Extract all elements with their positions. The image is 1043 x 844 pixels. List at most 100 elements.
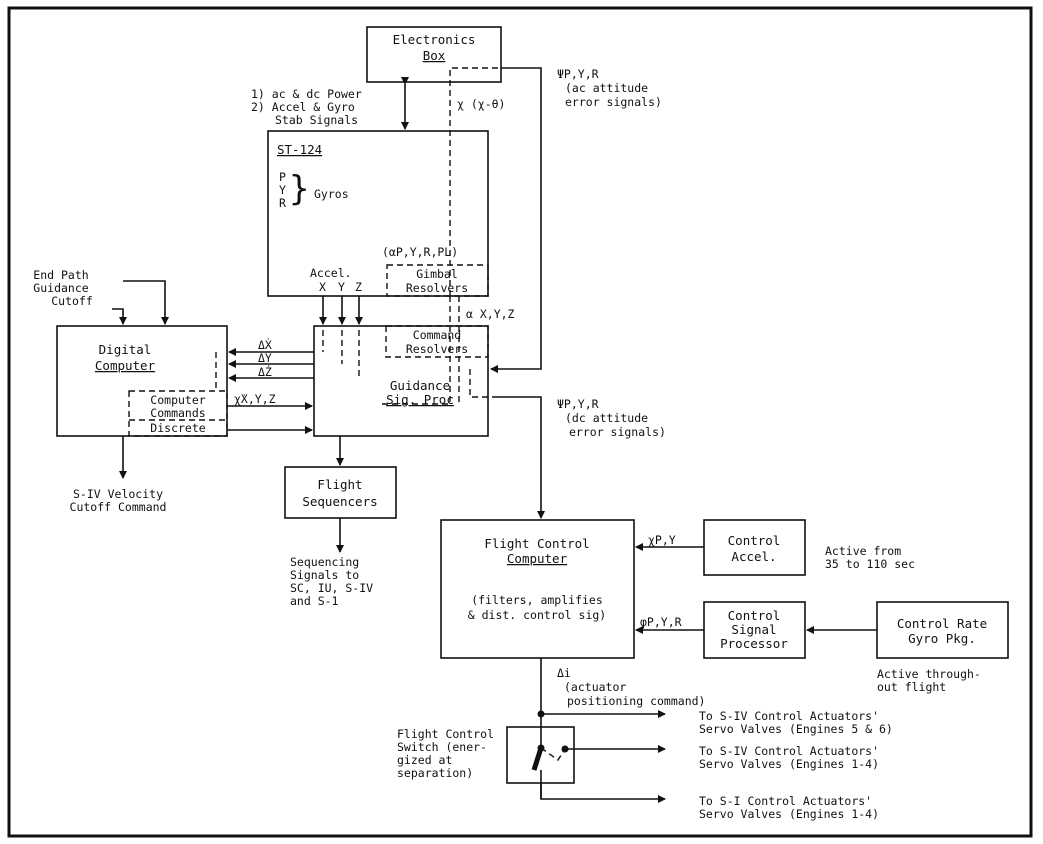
electronics-label-2: Box <box>423 48 446 63</box>
electronics-box <box>366 26 502 83</box>
accel-x: X <box>319 280 326 294</box>
gyro-pkg-2: Gyro Pkg. <box>908 631 976 646</box>
power-stab-3: Stab Signals <box>275 113 358 127</box>
comp-cmd-1: Computer <box>150 393 205 407</box>
accel-label: Accel. <box>310 266 352 280</box>
end-path-line-1 <box>123 280 169 325</box>
out2-1: To S-IV Control Actuators' <box>699 744 879 758</box>
fc-switch-4: separation) <box>397 766 473 780</box>
accel-z: Z <box>355 280 362 294</box>
csp-3: Processor <box>720 636 788 651</box>
gimbal-res-2: Resolvers <box>406 281 468 295</box>
flight-control-computer-box <box>440 519 635 659</box>
actuator-3: positioning command) <box>567 694 705 708</box>
sequencers-2: Sequencers <box>302 494 377 509</box>
chi-signal-line <box>449 67 501 296</box>
xyz-gimbal-label: α X,Y,Z <box>466 307 515 321</box>
control-accel-1: Control <box>728 533 781 548</box>
end-path-1: End Path <box>33 268 88 282</box>
end-path-line-2 <box>112 308 127 325</box>
out1-1: To S-IV Control Actuators' <box>699 709 879 723</box>
fc-switch-2: Switch (ener- <box>397 740 487 754</box>
end-path-2: Guidance <box>33 281 88 295</box>
out3-2: Servo Valves (Engines 1-4) <box>699 807 879 821</box>
csp-1: Control <box>728 608 781 623</box>
gyro-y: Y <box>279 183 286 197</box>
st124-label: ST-124 <box>277 142 322 157</box>
command-res-1: Command <box>413 328 461 342</box>
discrete-label: Discrete <box>150 421 205 435</box>
accel-py-label: χ̇P,Y <box>648 533 676 547</box>
fc-switch-3: gized at <box>397 753 452 767</box>
fcc-desc-2: & dist. control sig) <box>468 608 606 622</box>
switch-blade <box>531 747 544 771</box>
active-35-2: 35 to 110 sec <box>825 557 915 571</box>
out1-2: Servo Valves (Engines 5 & 6) <box>699 722 893 736</box>
sequencing-3: SC, IU, S-IV <box>290 581 373 595</box>
accel-y: Y <box>338 280 345 294</box>
s4-cutoff-1: S-IV Velocity <box>73 487 163 501</box>
computer-commands-box <box>128 390 228 437</box>
guidance-1: Guidance <box>390 378 450 393</box>
gyro-brace: } <box>289 169 309 209</box>
sequencing-1: Sequencing <box>290 555 359 569</box>
end-path-3: Cutoff <box>51 294 93 308</box>
comp-cmd-2: Commands <box>150 406 205 420</box>
control-accel-box <box>703 519 806 576</box>
flight-sequencers-box <box>284 466 397 519</box>
gimbal-resolvers-box <box>386 264 489 297</box>
out2-2: Servo Valves (Engines 1-4) <box>699 757 879 771</box>
guidance-2: Sig. Proc <box>386 392 454 407</box>
psi-ac-2: (ac attitude <box>565 81 648 95</box>
psi-dc-3: error signals) <box>569 425 666 439</box>
rate-pyr-label: φ̇P,Y,R <box>640 615 682 629</box>
psi-dc-1: ΨP,Y,R <box>557 397 599 411</box>
gimbal-link-dashed <box>380 296 451 405</box>
psi-dc-2: (dc attitude <box>565 411 648 425</box>
gimbal-angles-label: (αP,Y,R,PL) <box>382 245 458 259</box>
chi-label: χ (χ-θ) <box>457 97 505 111</box>
active-through-2: out flight <box>877 680 946 694</box>
electronics-label-1: Electronics <box>393 32 476 47</box>
delta-z-label: ΔŻ <box>258 364 272 379</box>
fcc-desc-1: (filters, amplifies <box>471 593 603 607</box>
control-accel-2: Accel. <box>731 549 776 564</box>
gyro-p: P <box>279 170 286 184</box>
command-resolvers-box <box>385 325 489 358</box>
switch-dashed-path <box>540 747 566 761</box>
csp-2: Signal <box>731 622 776 637</box>
fcc-1: Flight Control <box>484 536 589 551</box>
gimbal-res-1: Gimbal <box>416 267 458 281</box>
delta-y-label: ΔẎ <box>258 350 272 365</box>
out3-1: To S-I Control Actuators' <box>699 794 872 808</box>
active-35-1: Active from <box>825 544 901 558</box>
power-stab-1: 1) ac & dc Power <box>251 87 362 101</box>
fc-switch-1: Flight Control <box>397 727 494 741</box>
delta-x-label: ΔẊ <box>258 337 272 352</box>
gyro-r: R <box>279 196 286 210</box>
s4-cutoff-2: Cutoff Command <box>70 500 167 514</box>
fcc-2: Computer <box>507 551 568 566</box>
gyro-pkg-1: Control Rate <box>897 616 987 631</box>
sequencing-4: and S-1 <box>290 594 339 608</box>
digital-computer-box <box>56 325 228 437</box>
active-through-1: Active through- <box>877 667 981 681</box>
outer-frame <box>7 6 1033 838</box>
sequencing-2: Signals to <box>290 568 359 582</box>
actuator-1: Δi <box>557 666 571 680</box>
xyz-cmd-label: χ̇X,Y,Z <box>234 392 276 406</box>
psi-ac-1: ΨP,Y,R <box>557 67 599 81</box>
actuator-2: (actuator <box>564 680 626 694</box>
gyros-label: Gyros <box>314 187 349 201</box>
psi-dc-dashed <box>469 369 494 398</box>
psi-ac-3: error signals) <box>565 95 662 109</box>
st124-box <box>267 130 489 297</box>
digital-1: Digital <box>99 342 152 357</box>
out3-line <box>540 783 666 803</box>
digital-2: Computer <box>95 358 156 373</box>
psi-ac-line <box>490 67 542 373</box>
power-stab-2: 2) Accel & Gyro <box>251 100 355 114</box>
sequencers-1: Flight <box>317 477 362 492</box>
